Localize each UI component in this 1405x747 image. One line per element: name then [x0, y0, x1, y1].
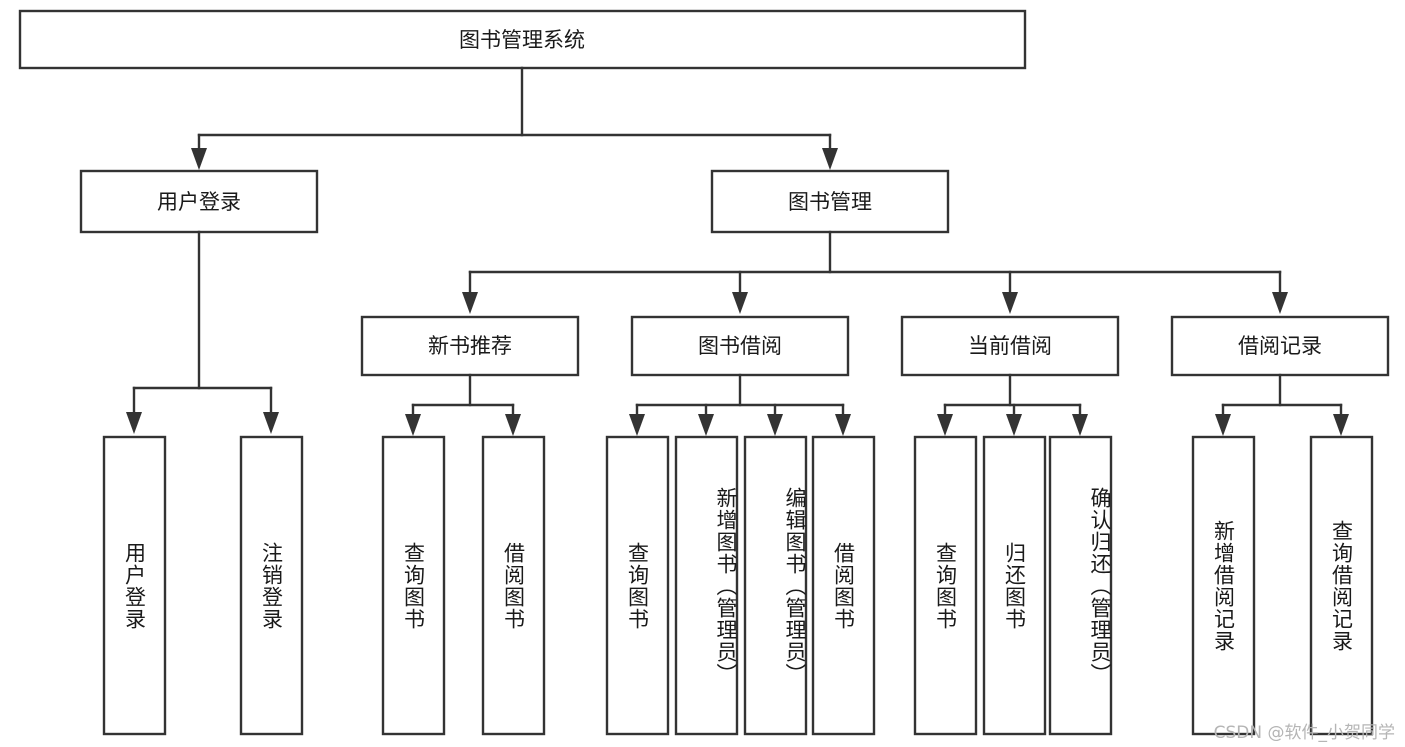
- arrow-icon: [1272, 292, 1288, 314]
- arrow-icon: [405, 414, 421, 436]
- node-current-borrow[interactable]: 当前借阅: [900, 315, 1120, 377]
- node-book-management-label: 图书管理: [788, 190, 872, 214]
- arrow-icon: [1002, 292, 1018, 314]
- connector-borrow-records-to-leaves: [1215, 373, 1349, 436]
- arrow-icon: [1333, 414, 1349, 436]
- leaf-box-return-book[interactable]: [982, 435, 1047, 736]
- connector-book-management-to-level3: [462, 230, 1288, 314]
- node-user-login[interactable]: 用户登录: [79, 169, 319, 234]
- arrow-icon: [1215, 414, 1231, 436]
- node-borrow-records[interactable]: 借阅记录: [1170, 315, 1390, 377]
- node-user-login-label: 用户登录: [157, 190, 241, 214]
- leaf-box-query-borrow-record[interactable]: [1309, 435, 1374, 736]
- node-new-book-recommend-label: 新书推荐: [428, 334, 512, 358]
- arrow-icon: [732, 292, 748, 314]
- node-new-book-recommend[interactable]: 新书推荐: [360, 315, 580, 377]
- arrow-icon: [462, 292, 478, 314]
- leaf-box-query-book-3[interactable]: [913, 435, 978, 736]
- leaf-box-confirm-return-admin[interactable]: [1048, 435, 1113, 736]
- leaf-box-add-book-admin[interactable]: [674, 435, 739, 736]
- leaf-box-user-login[interactable]: [102, 435, 167, 736]
- arrow-icon: [263, 412, 279, 434]
- leaf-box-add-borrow-record[interactable]: [1191, 435, 1256, 736]
- node-root-label: 图书管理系统: [459, 28, 585, 52]
- arrow-icon: [1072, 414, 1088, 436]
- arrow-icon: [191, 148, 207, 170]
- connector-new-book-recommend-to-leaves: [405, 373, 521, 436]
- leaf-box-logout[interactable]: [239, 435, 304, 736]
- arrow-icon: [1006, 414, 1022, 436]
- node-book-borrow-label: 图书借阅: [698, 334, 782, 358]
- arrow-icon: [937, 414, 953, 436]
- connector-current-borrow-to-leaves: [937, 373, 1088, 436]
- arrow-icon: [698, 414, 714, 436]
- leaf-box-edit-book-admin[interactable]: [743, 435, 808, 736]
- node-borrow-records-label: 借阅记录: [1238, 334, 1322, 358]
- arrow-icon: [126, 412, 142, 434]
- arrow-icon: [505, 414, 521, 436]
- node-book-borrow[interactable]: 图书借阅: [630, 315, 850, 377]
- leaf-box-query-book-2[interactable]: [605, 435, 670, 736]
- node-book-management[interactable]: 图书管理: [710, 169, 950, 234]
- connector-book-borrow-to-leaves: [629, 373, 851, 436]
- arrow-icon: [629, 414, 645, 436]
- leaf-box-query-book-1[interactable]: [381, 435, 446, 736]
- arrow-icon: [767, 414, 783, 436]
- leaf-box-borrow-book-2[interactable]: [811, 435, 876, 736]
- node-root[interactable]: 图书管理系统: [18, 9, 1027, 70]
- arrow-icon: [822, 148, 838, 170]
- watermark: CSDN @软件_小贺同学: [1213, 723, 1395, 743]
- leaf-box-borrow-book-1[interactable]: [481, 435, 546, 736]
- arrow-icon: [835, 414, 851, 436]
- connector-root-to-level2: [191, 66, 838, 170]
- node-current-borrow-label: 当前借阅: [968, 334, 1052, 358]
- connector-user-login-to-leaves: [126, 230, 279, 434]
